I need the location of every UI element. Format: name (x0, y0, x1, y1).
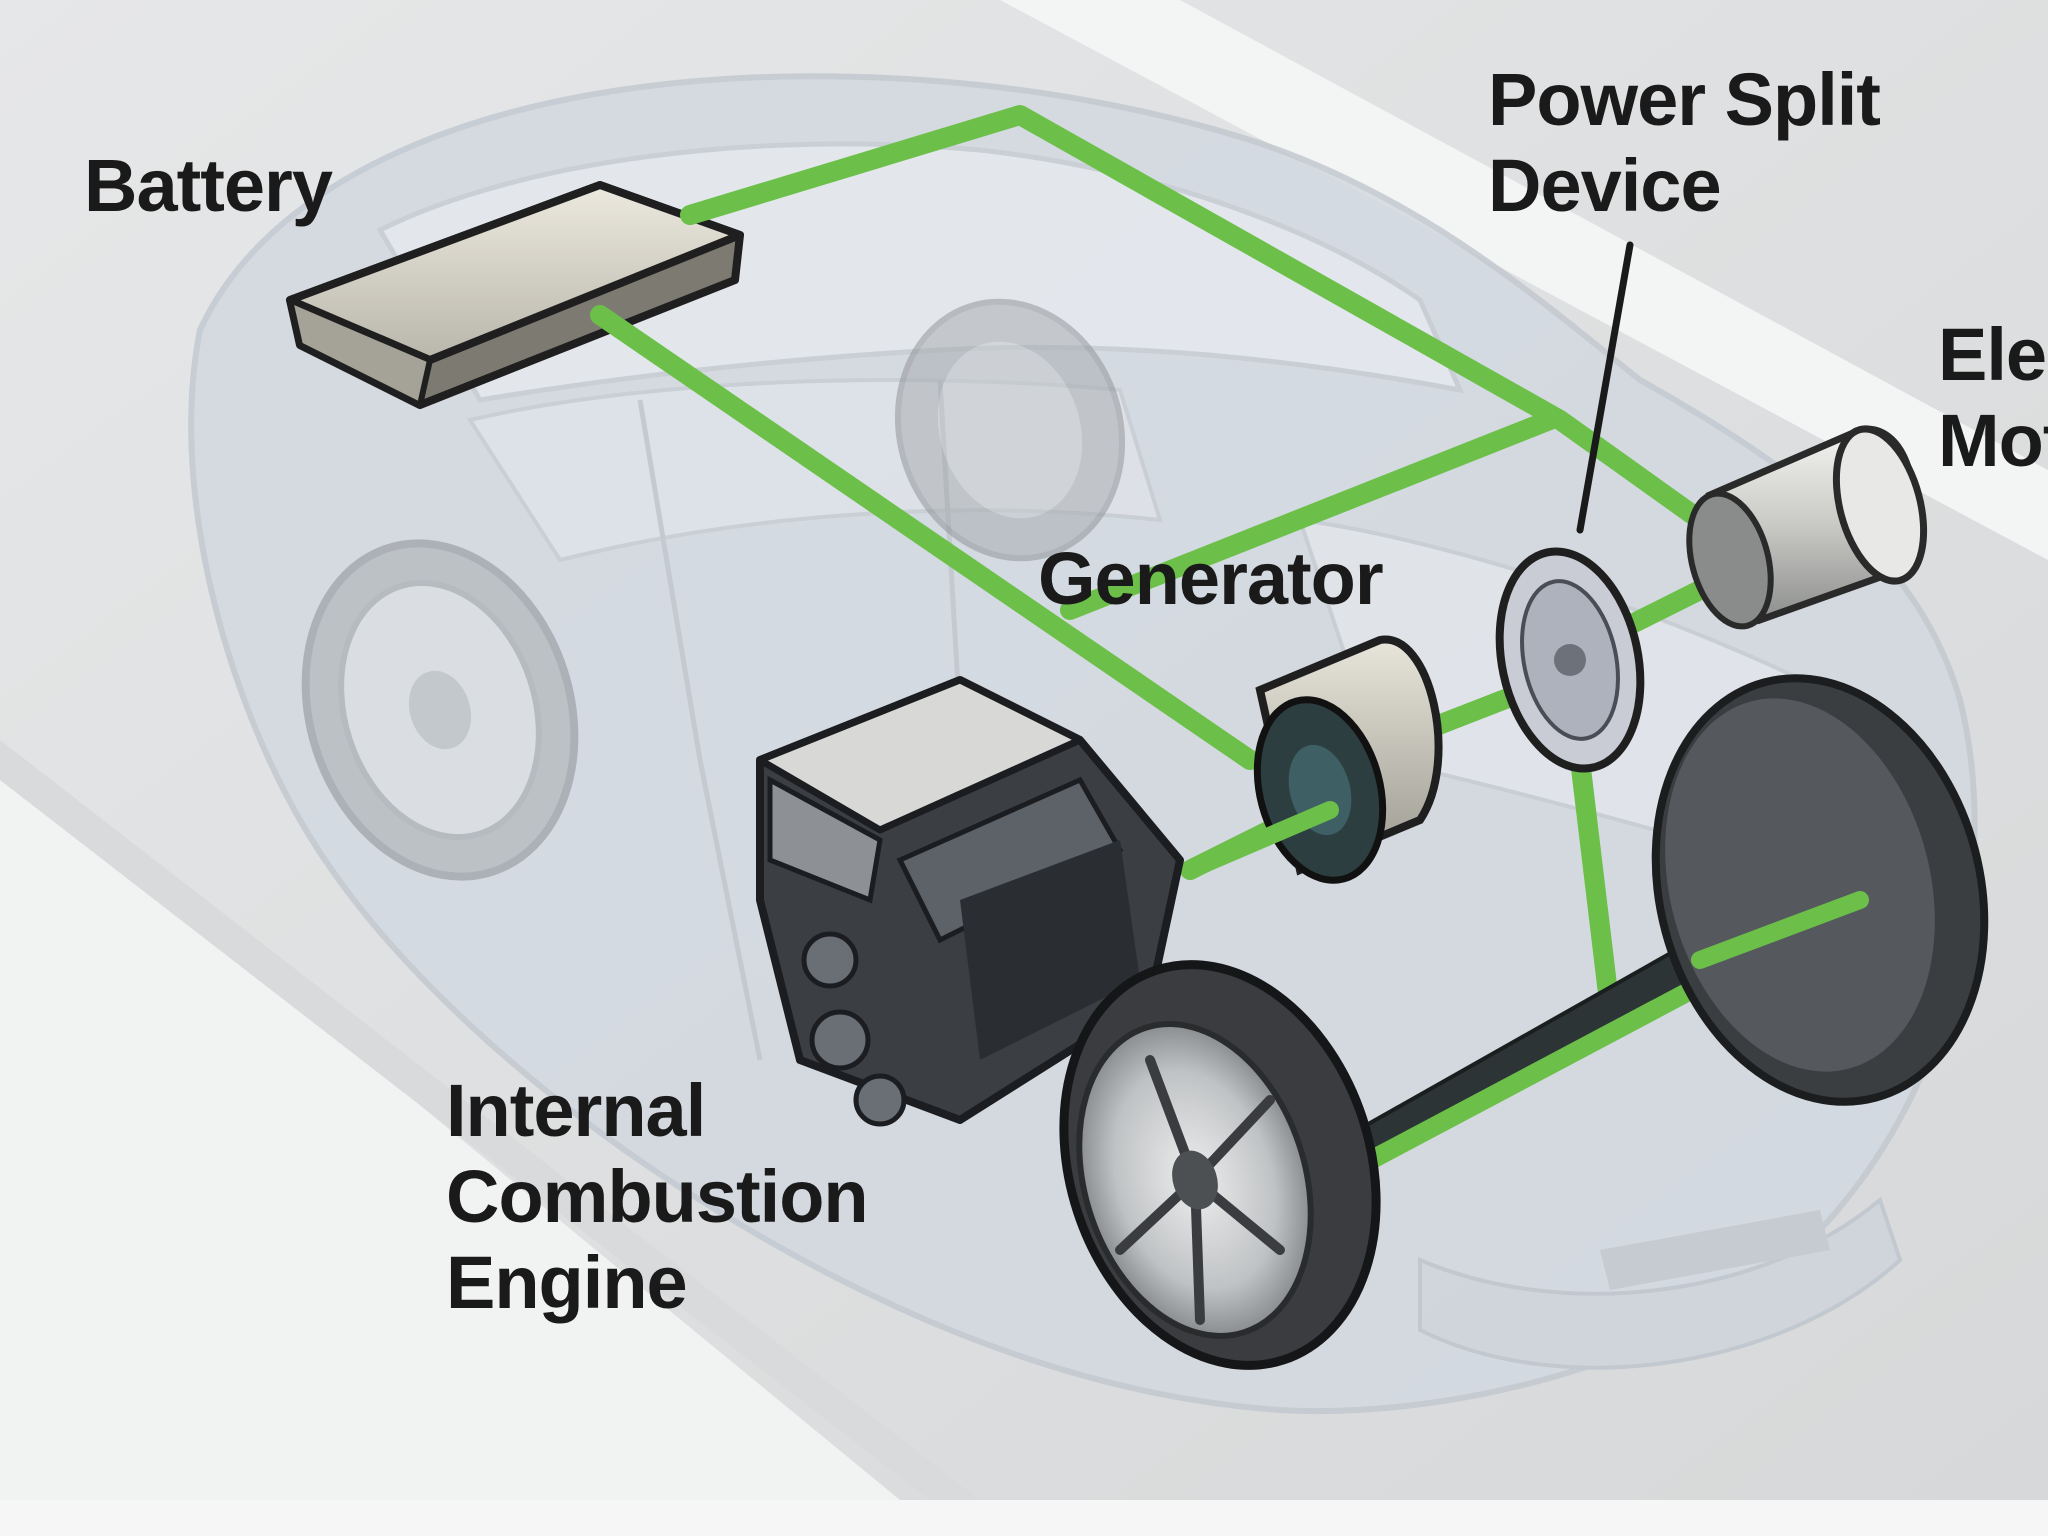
engine-line-1: Internal (446, 1068, 868, 1154)
power-split-line-2: Device (1488, 143, 1880, 229)
engine-line-2: Combustion (446, 1154, 868, 1240)
generator-label-text: Generator (1038, 536, 1383, 622)
power-split-line-1: Power Split (1488, 57, 1880, 143)
engine-line-3: Engine (446, 1240, 868, 1326)
combustion-engine-label: Internal Combustion Engine (446, 1068, 868, 1326)
generator-label: Generator (1038, 536, 1383, 622)
power-split-device-label: Power Split Device (1488, 57, 1880, 229)
electric-motor-line-1: Elec (1938, 312, 2048, 398)
battery-label: Battery (84, 143, 332, 229)
electric-motor-line-2: Mot (1938, 398, 2048, 484)
electric-motor-label: Elec Mot (1938, 312, 2048, 484)
battery-label-text: Battery (84, 143, 332, 229)
bottom-strip (0, 1500, 2048, 1536)
